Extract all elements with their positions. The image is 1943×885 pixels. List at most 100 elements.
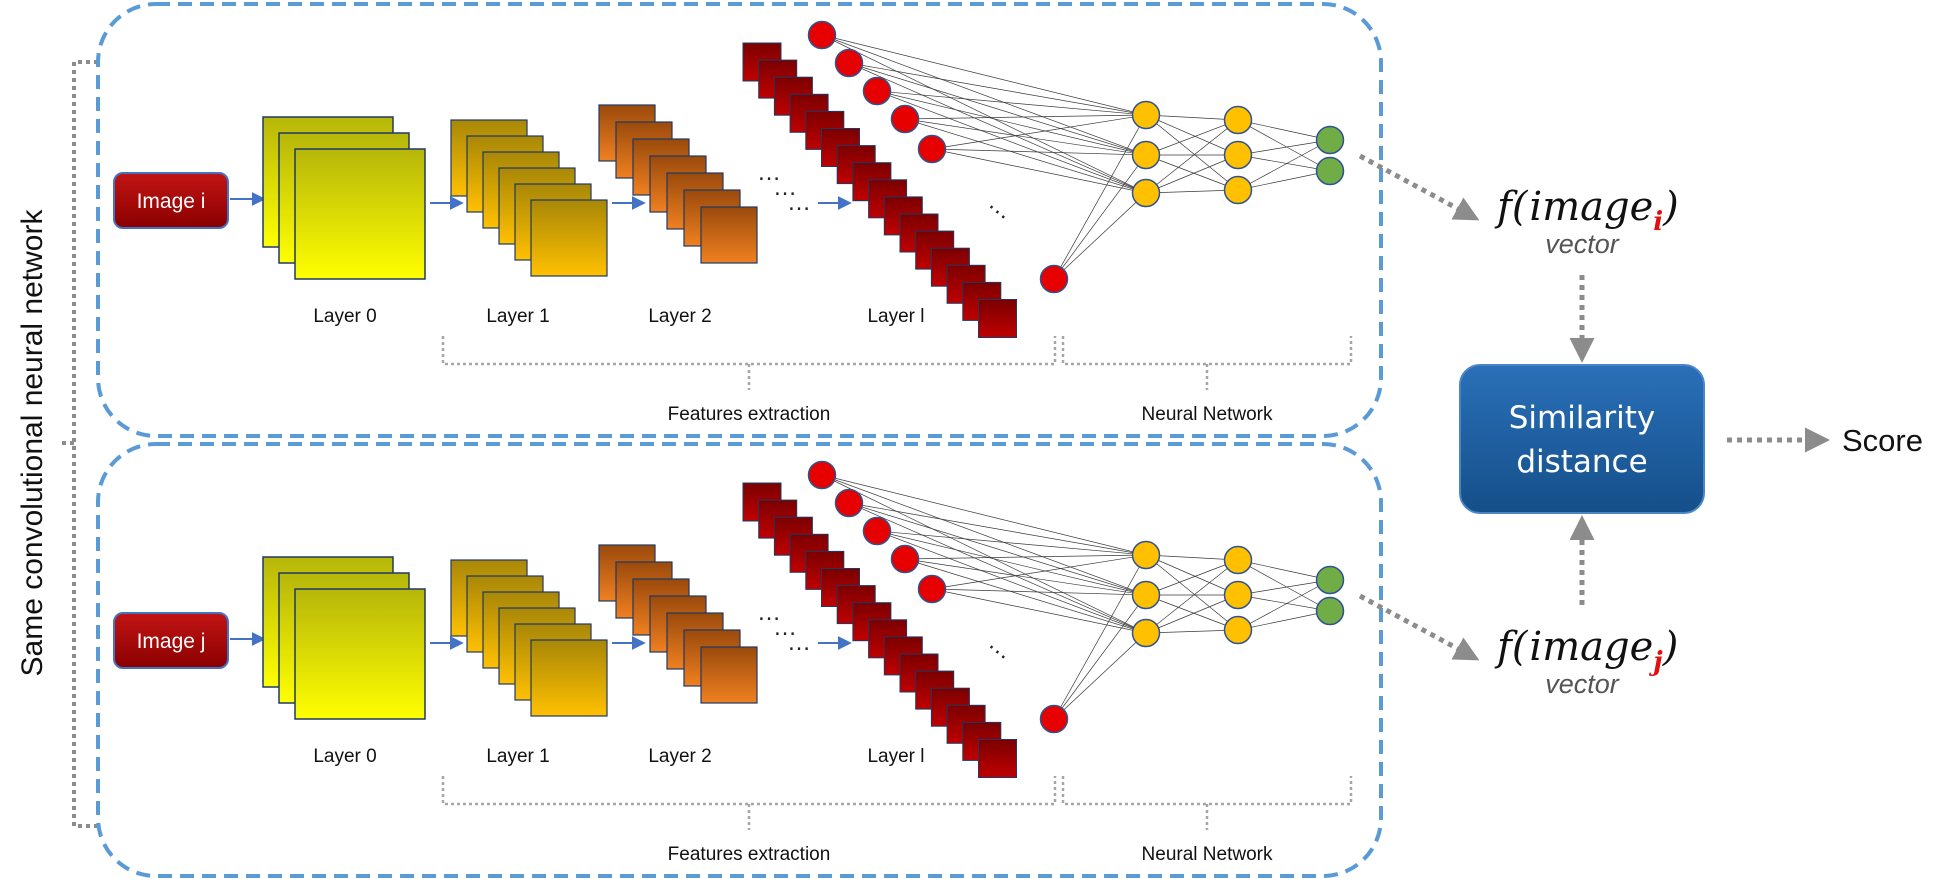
network-connection (821, 474, 1147, 596)
input-image-label: Image i (137, 190, 206, 213)
network-connection (1237, 170, 1331, 191)
input-neuron (834, 48, 864, 78)
network-connection (1145, 559, 1239, 596)
network-connection (1145, 629, 1239, 634)
network-connection (1145, 594, 1239, 634)
hidden-neuron (1131, 140, 1161, 170)
hidden-neuron (1223, 105, 1253, 135)
hidden-neuron (1131, 618, 1161, 648)
network-connection (904, 558, 1147, 634)
network-connection (1145, 554, 1239, 631)
layer-label: Layer 2 (648, 746, 711, 767)
network-brace (1061, 776, 1353, 830)
input-neuron (862, 76, 892, 106)
network-connection (1145, 154, 1239, 194)
output-vector-arrow (1358, 593, 1480, 661)
network-connection (1237, 119, 1331, 141)
network-connection (876, 530, 1147, 556)
network-connection (1145, 114, 1239, 121)
input-neuron (862, 516, 892, 546)
network-connection (876, 530, 1147, 634)
network-connection (1145, 594, 1239, 631)
output-arg-name: image (1529, 624, 1653, 670)
network-connection (1237, 119, 1331, 172)
network-connection (904, 118, 1147, 156)
hidden-neuron (1131, 580, 1161, 610)
output-vector-caption: vector (1545, 229, 1620, 259)
input-neuron (917, 574, 947, 604)
network-connection (931, 588, 1147, 596)
network-connection (931, 114, 1147, 150)
input-neuron (807, 460, 837, 490)
network-connection (1145, 154, 1239, 191)
network-connection (1145, 559, 1239, 634)
branch-container (96, 2, 1383, 438)
output-paren: ) (1662, 184, 1679, 230)
shared-network-label: Same convolutional neural network (16, 209, 49, 677)
hidden-neuron (1223, 615, 1253, 645)
network-connection (876, 90, 1147, 116)
similarity-distance-box (1459, 364, 1705, 514)
network-connection (848, 502, 1147, 634)
hidden-neuron (1223, 545, 1253, 575)
network-connection (1053, 114, 1147, 280)
ellipsis-dots: … (787, 189, 811, 216)
network-connection (1145, 114, 1239, 191)
layerl-map (978, 739, 1017, 778)
neural-network-label: Neural Network (1142, 404, 1273, 425)
output-arg-name: image (1529, 184, 1653, 230)
network-connection (931, 588, 1147, 634)
ellipsis-dots: … (757, 159, 781, 186)
shared-network-bracket (62, 60, 98, 828)
network-connection (1237, 579, 1331, 596)
features-extraction-label: Features extraction (668, 844, 831, 865)
network-connection (1237, 579, 1331, 631)
network-connection (1237, 154, 1331, 172)
ellipsis-dots: … (787, 629, 811, 656)
network-connection (1053, 632, 1147, 720)
output-paren: ( (1512, 624, 1529, 670)
network-connection (1237, 610, 1331, 631)
network-connection (1145, 554, 1239, 596)
network-connection (1053, 594, 1147, 720)
output-neuron (1315, 565, 1345, 595)
layer-label: Layer 0 (313, 746, 376, 767)
input-image-box (113, 612, 229, 669)
layer2-map (700, 646, 758, 704)
network-connection (821, 34, 1147, 116)
layer-label: Layer 0 (313, 306, 376, 327)
network-connection (848, 62, 1147, 194)
network-connection (904, 554, 1147, 560)
network-connection (848, 502, 1147, 556)
output-paren: ( (1512, 184, 1529, 230)
network-connection (821, 34, 1147, 156)
input-neuron (890, 544, 920, 574)
network-connection (848, 62, 1147, 116)
hidden-neuron (1223, 175, 1253, 205)
layer1-map (530, 639, 608, 717)
network-connection (1237, 559, 1331, 581)
network-connection (1237, 559, 1331, 612)
network-connection (1145, 119, 1239, 156)
similarity-line1: Similarity (1509, 400, 1656, 436)
similarity-line2: distance (1516, 444, 1647, 480)
neuron-ellipsis: … (984, 629, 1020, 665)
features-extraction-label: Features extraction (668, 404, 831, 425)
network-connection (1053, 192, 1147, 280)
features-brace (441, 776, 1057, 830)
network-connection (904, 118, 1147, 194)
network-connection (904, 114, 1147, 120)
network-connection (1145, 554, 1239, 561)
layer0-map (294, 148, 426, 280)
layer-label: Layer 1 (486, 306, 549, 327)
output-function: f(imagei) (1494, 184, 1679, 237)
network-connection (931, 554, 1147, 590)
network-connection (931, 148, 1147, 194)
output-function: f(imagej) (1494, 624, 1678, 677)
input-neuron (917, 134, 947, 164)
branch-container (96, 442, 1383, 878)
output-vector-caption: vector (1545, 669, 1620, 699)
input-neuron (834, 488, 864, 518)
